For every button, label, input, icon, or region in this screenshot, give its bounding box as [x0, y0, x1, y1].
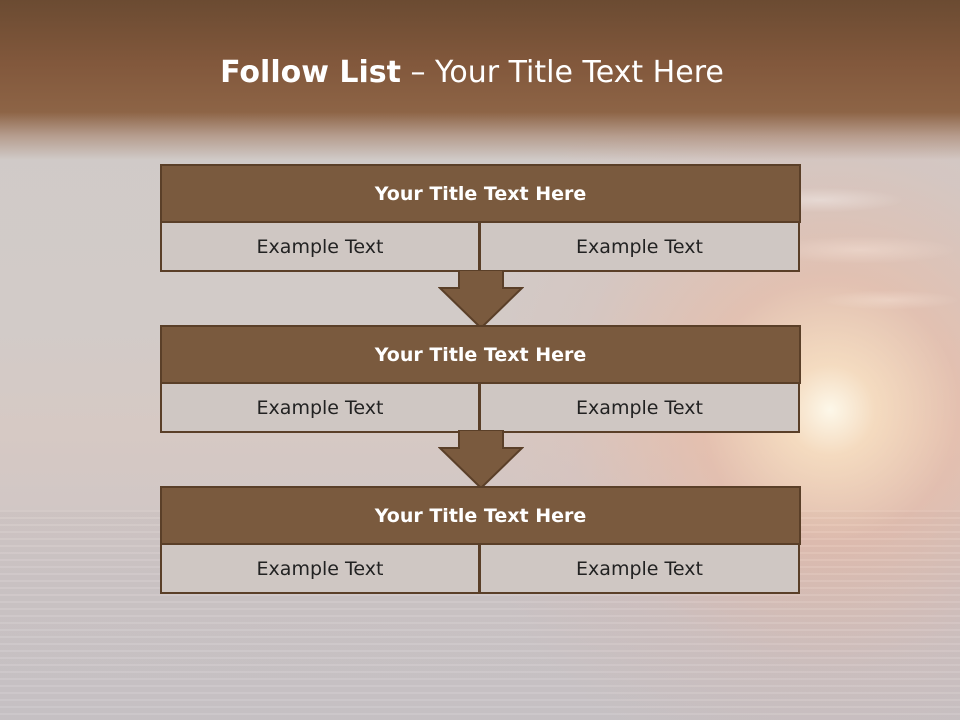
slide-title: Follow List – Your Title Text Here [0, 55, 944, 90]
step-2-left-cell: Example Text [160, 382, 479, 433]
slide-title-bold: Follow List [220, 55, 401, 90]
slide-title-rest: – Your Title Text Here [400, 55, 724, 90]
header-band [0, 0, 960, 160]
step-3-left-cell: Example Text [160, 543, 479, 594]
step-2-right-cell: Example Text [479, 382, 800, 433]
step-title-1: Your Title Text Here [160, 164, 801, 223]
step-1-right-cell: Example Text [479, 221, 800, 272]
step-title-2: Your Title Text Here [160, 325, 801, 384]
step-title-3: Your Title Text Here [160, 486, 801, 545]
down-arrow-icon [438, 270, 524, 330]
down-arrow-icon [438, 430, 524, 490]
step-1-left-cell: Example Text [160, 221, 479, 272]
step-3-right-cell: Example Text [479, 543, 800, 594]
